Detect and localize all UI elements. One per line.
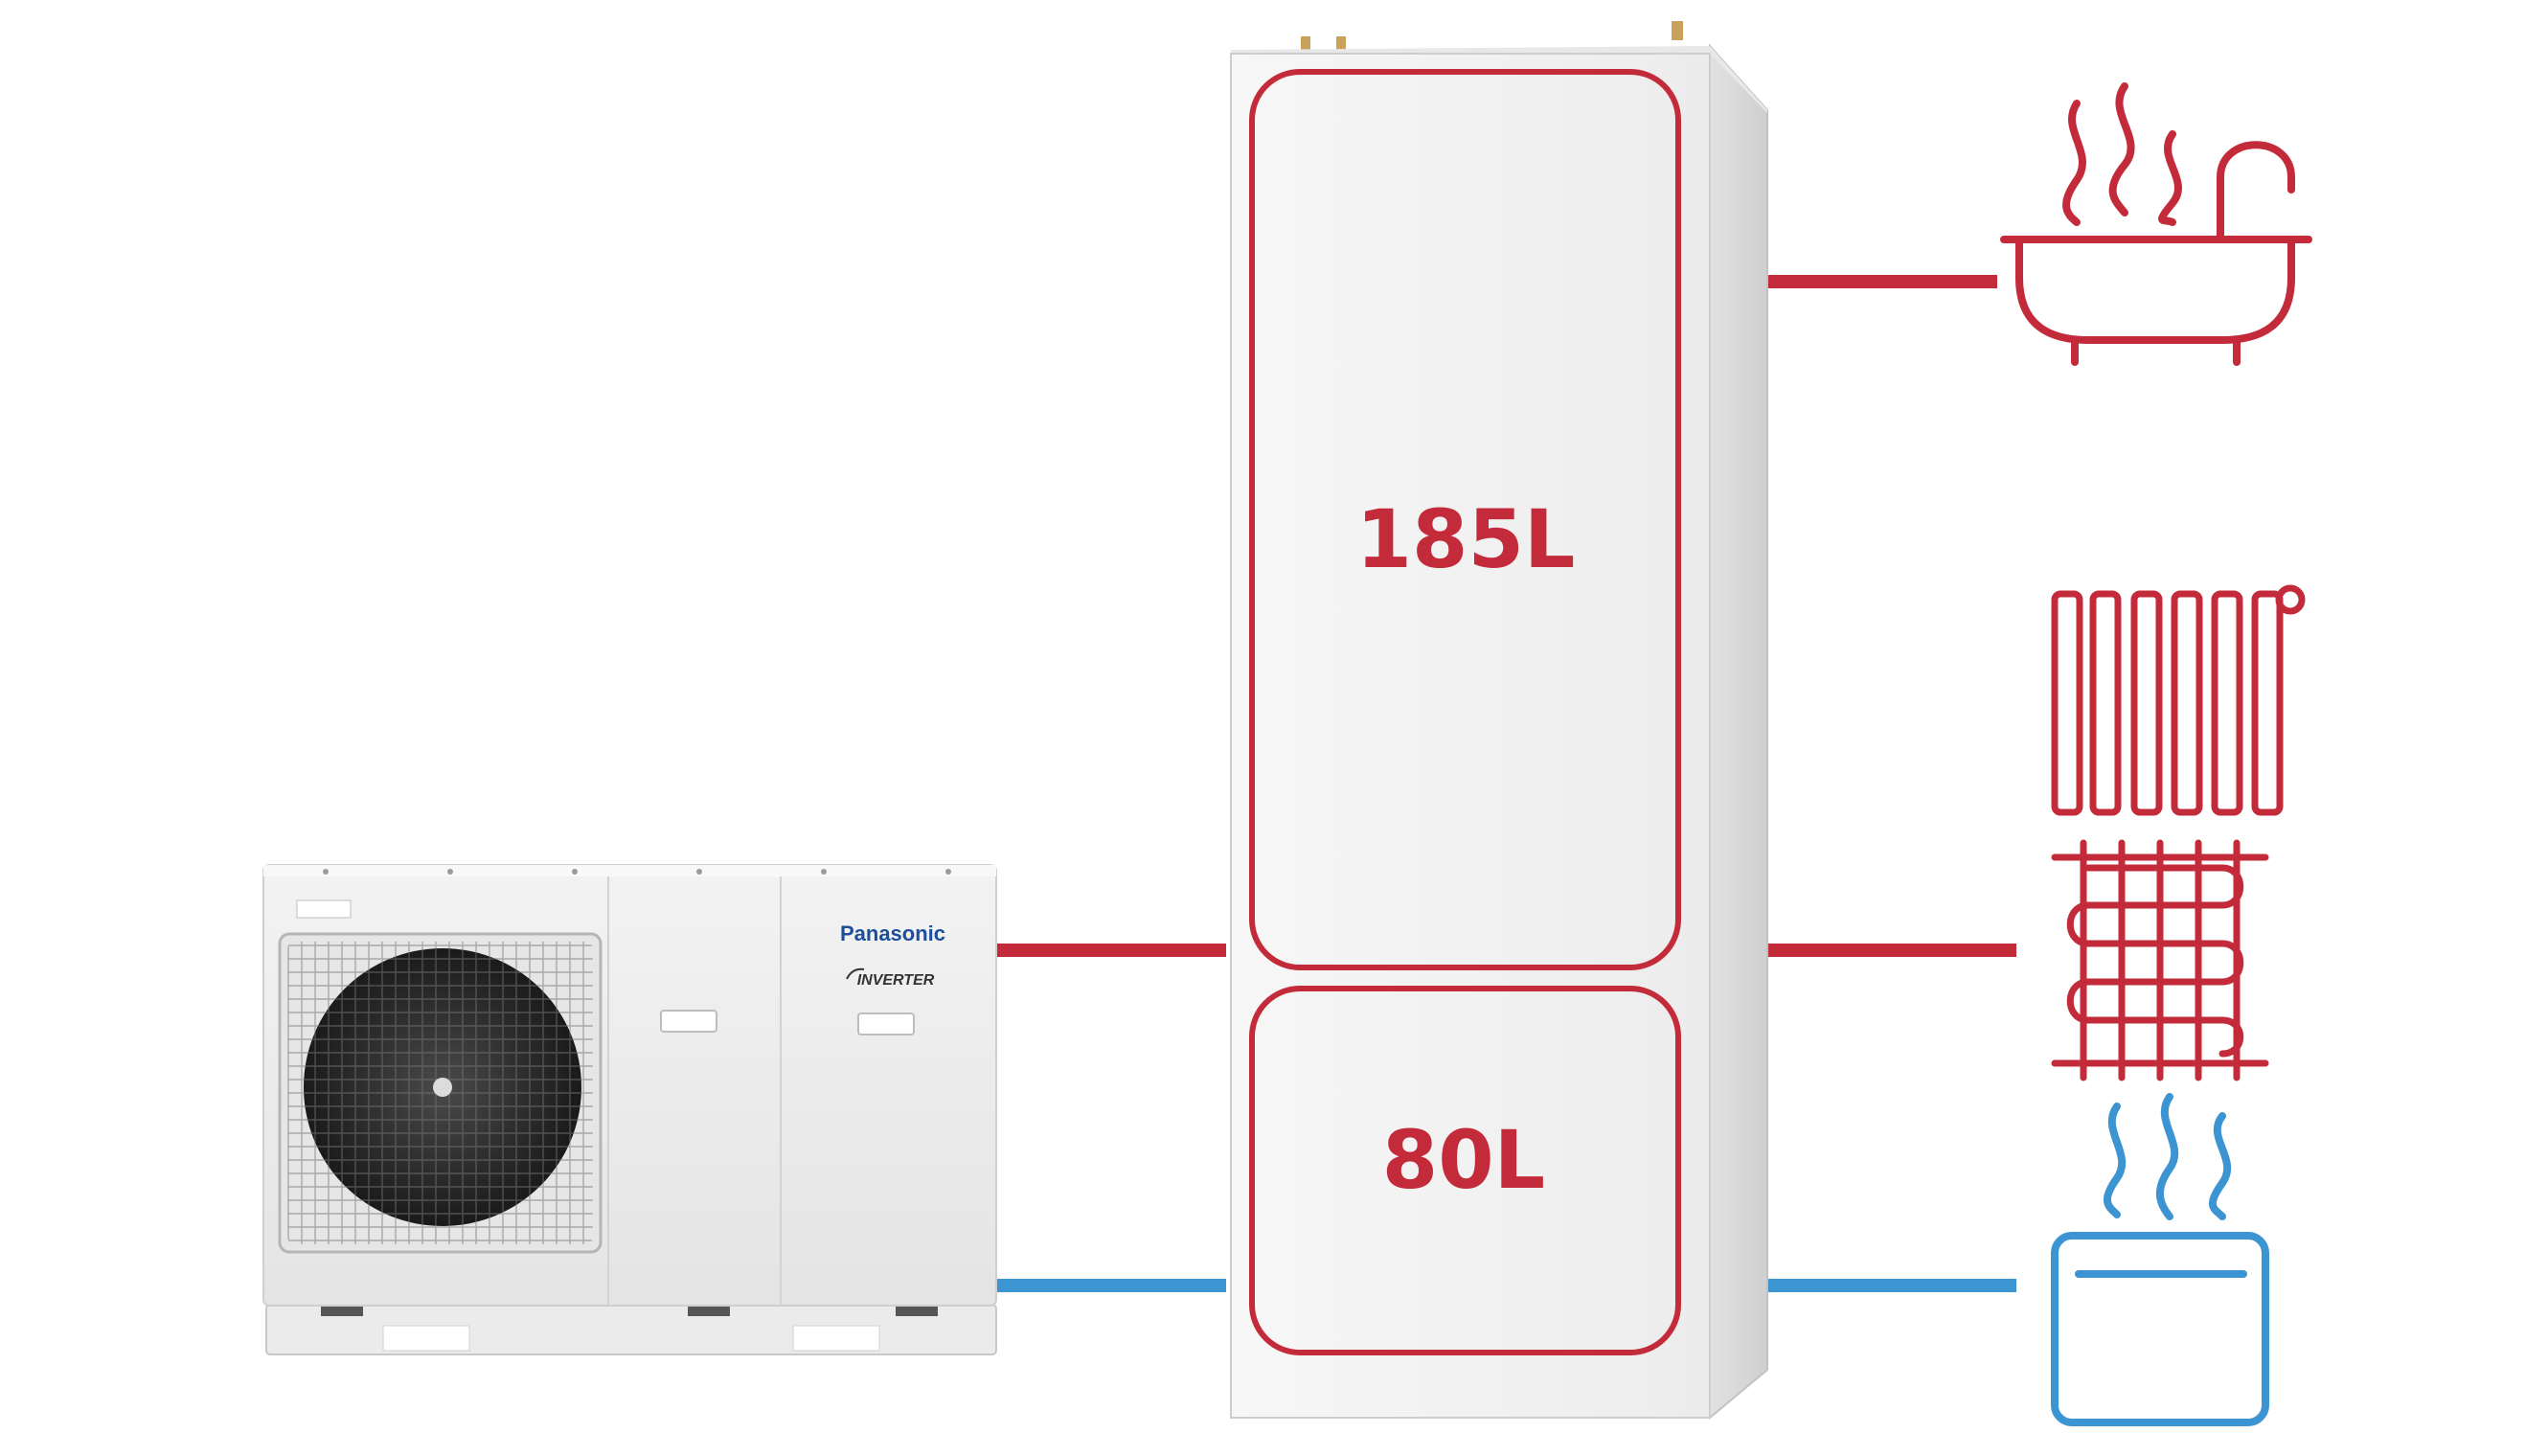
unit-base [265,1304,997,1355]
upper-tank-volume: 185L [1356,492,1576,586]
outdoor-heat-pump-unit: Panasonic INVERTER [262,864,997,1355]
tank-side-panel [1709,43,1768,1421]
radiator-icon [2051,584,2306,816]
lower-tank-volume: 80L [1382,1113,1545,1207]
pipe-tank-to-cooling [1767,1279,2016,1292]
pipe-tank-to-heating [1767,944,2016,957]
pipes [996,275,2016,1292]
underfloor-heating-icon [2051,839,2269,1081]
pipe-unit-to-tank-cold [996,1279,1226,1292]
fan-coil-icon [2051,1093,2269,1426]
tank-front-panel [1230,53,1711,1419]
inverter-badge: INVERTER [857,972,935,989]
bathtub-steam-icon [2000,82,2312,366]
brand-logo: Panasonic [840,921,945,945]
indoor-tank-unit: 185L 80L [1230,21,1768,1421]
pipe-unit-to-tank-hot [996,944,1226,957]
upper-tank-outline [1249,69,1681,970]
lower-tank-outline [1249,986,1681,1355]
pipe-tank-to-bath [1767,275,1997,288]
